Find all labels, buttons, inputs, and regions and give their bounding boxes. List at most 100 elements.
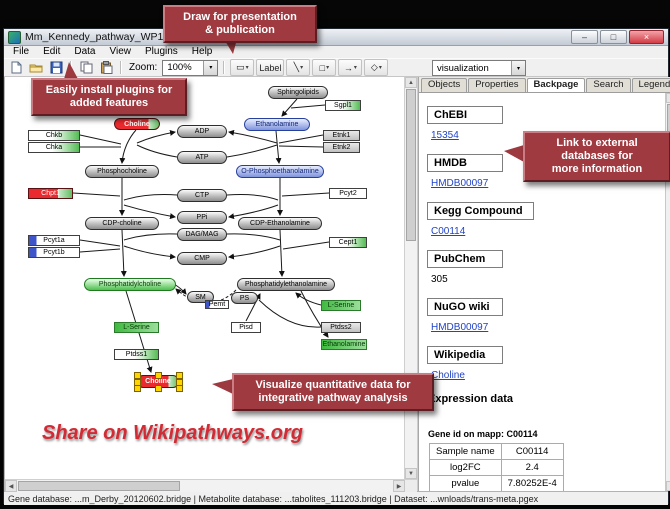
menu-view[interactable]: View (109, 46, 131, 57)
zoom-combobox[interactable]: 100% ▾ (162, 59, 219, 76)
line-icon: ╲ (293, 62, 300, 72)
canvas-vertical-scrollbar[interactable]: ▲ ▼ (404, 77, 417, 479)
vertical-scroll-thumb[interactable] (406, 89, 416, 241)
table-row: log2FC 2.4 (429, 459, 564, 476)
pathway-node[interactable]: Ethanolamine (244, 118, 310, 131)
save-button[interactable] (47, 60, 65, 75)
menu-edit[interactable]: Edit (43, 46, 61, 57)
panel-vertical-scrollbar[interactable]: ▲ ▼ (665, 93, 670, 491)
pathway-node[interactable]: Etnk1 (323, 130, 360, 141)
wikipedia-link[interactable]: Choline (431, 370, 465, 381)
pathway-node[interactable]: CMP (177, 252, 227, 265)
tab-properties[interactable]: Properties (468, 78, 526, 92)
scroll-left-icon[interactable]: ◀ (5, 480, 17, 492)
copy-button[interactable] (77, 60, 95, 75)
pathway-node[interactable]: Phosphatidylethanolamine (237, 278, 335, 291)
pathway-node[interactable]: PS (231, 292, 258, 304)
pathway-node[interactable]: L-Serine (321, 300, 361, 311)
pathway-node[interactable]: Ptdss2 (321, 322, 361, 333)
table-cell: C00114 (500, 443, 564, 460)
arrow-tool-button[interactable]: → ▾ (338, 59, 363, 76)
backpage-header-pubchem: PubChem (427, 250, 503, 268)
pathway-node[interactable]: L-Serine (114, 322, 159, 333)
menu-bar: File Edit Data View Plugins Help (4, 46, 668, 58)
backpage-section-hmdb: HMDB HMDB00097 (427, 153, 665, 189)
pathway-node[interactable]: CDP-Ethanolamine (238, 217, 322, 230)
selection-handle[interactable] (176, 385, 183, 392)
selection-handle[interactable] (155, 385, 162, 392)
gene-id-line: Gene id on mapp: C00114 (428, 429, 538, 439)
label-tool-button[interactable]: Label (256, 59, 285, 76)
pathway-node[interactable]: ADP (177, 125, 227, 138)
pathway-node[interactable]: Pcyt2 (329, 188, 367, 199)
pathway-node[interactable]: Ethanolamine (321, 339, 367, 350)
backpage-header-hmdb: HMDB (427, 154, 503, 172)
scroll-down-icon[interactable]: ▼ (405, 468, 417, 479)
pathway-node[interactable]: O-Phosphoethanolamine (236, 165, 324, 178)
selection-handle[interactable] (134, 385, 141, 392)
menu-file[interactable]: File (13, 46, 30, 57)
close-button[interactable]: × (629, 30, 664, 44)
pathway-node[interactable]: Pemt (205, 300, 229, 309)
kegg-link[interactable]: C00114 (431, 226, 466, 237)
pathway-node[interactable]: ATP (177, 151, 227, 164)
pathway-node[interactable]: DAG/MAG (177, 228, 227, 241)
pathway-node[interactable]: Pisd (231, 322, 261, 333)
pathway-node[interactable]: CTP (177, 189, 227, 202)
panel-splitter[interactable] (417, 77, 418, 491)
hmdb-link[interactable]: HMDB00097 (431, 178, 489, 189)
paste-button[interactable] (97, 60, 115, 75)
menu-data[interactable]: Data (74, 46, 96, 57)
callout-arrow-left (212, 379, 233, 394)
zoom-value: 100% (167, 62, 192, 73)
pathway-node[interactable]: Choline (114, 118, 160, 130)
datanode-tool-button[interactable]: ▭ ▾ (230, 59, 255, 76)
chevron-down-icon[interactable]: ▾ (203, 60, 218, 75)
pathway-node[interactable]: Chkb (28, 130, 80, 141)
chebi-link[interactable]: 15354 (431, 130, 459, 141)
tab-legend[interactable]: Legend (631, 78, 670, 92)
maximize-button[interactable]: □ (600, 30, 627, 44)
menu-help[interactable]: Help (191, 46, 213, 57)
scroll-up-icon[interactable]: ▲ (666, 93, 670, 103)
chevron-down-icon[interactable]: ▾ (511, 61, 525, 75)
chevron-down-icon: ▾ (326, 65, 330, 71)
shape-tool-button[interactable]: □ ▾ (312, 59, 337, 76)
visualization-combobox[interactable]: visualization ▾ (432, 60, 526, 76)
canvas-horizontal-scrollbar[interactable]: ◀ ▶ (5, 480, 405, 492)
minimize-button[interactable]: – (571, 30, 598, 44)
title-bar[interactable]: Mm_Kennedy_pathway_WP1771_45176.gp... – … (4, 29, 668, 46)
scroll-right-icon[interactable]: ▶ (393, 480, 405, 492)
template-tool-button[interactable]: ◇ ▾ (364, 59, 389, 76)
scroll-down-icon[interactable]: ▼ (666, 481, 670, 491)
pathway-node[interactable]: Sgpl1 (325, 100, 361, 111)
pathway-node[interactable]: Chka (28, 142, 80, 153)
new-file-button[interactable] (7, 60, 25, 75)
open-file-button[interactable] (27, 60, 45, 75)
nugo-link[interactable]: HMDB00097 (431, 322, 489, 333)
menu-plugins[interactable]: Plugins (144, 46, 178, 57)
label-tool-text: Label (259, 62, 282, 73)
pathway-node[interactable]: Chpt1 (28, 188, 73, 199)
zoom-label: Zoom: (129, 62, 158, 73)
pathway-node[interactable]: Phosphatidylcholine (84, 278, 176, 291)
pathway-node[interactable]: Phosphocholine (85, 165, 159, 178)
pathway-node[interactable]: Sphingolipids (268, 86, 328, 99)
pathway-node[interactable]: PPi (177, 211, 227, 224)
tab-search[interactable]: Search (586, 78, 631, 92)
main-area: Title: Availa Organi (4, 77, 670, 492)
scroll-up-icon[interactable]: ▲ (405, 77, 417, 88)
tab-objects[interactable]: Objects (421, 78, 468, 92)
pathway-node[interactable]: CDP-choline (85, 217, 159, 230)
horizontal-scroll-thumb[interactable] (18, 481, 180, 491)
tab-backpage[interactable]: Backpage (526, 78, 586, 92)
pathway-node[interactable]: Etnk2 (323, 142, 360, 153)
callout-install-plugins: Easily install plugins for added feature… (31, 78, 187, 116)
selection-handle[interactable] (155, 372, 162, 379)
pathway-node[interactable]: Ptdss1 (114, 349, 159, 360)
pathway-node[interactable]: Pcyt1b (28, 247, 80, 258)
pathway-node[interactable]: Cept1 (329, 237, 367, 248)
pathway-node[interactable]: Pcyt1a (28, 235, 80, 246)
line-tool-button[interactable]: ╲ ▾ (286, 59, 311, 76)
